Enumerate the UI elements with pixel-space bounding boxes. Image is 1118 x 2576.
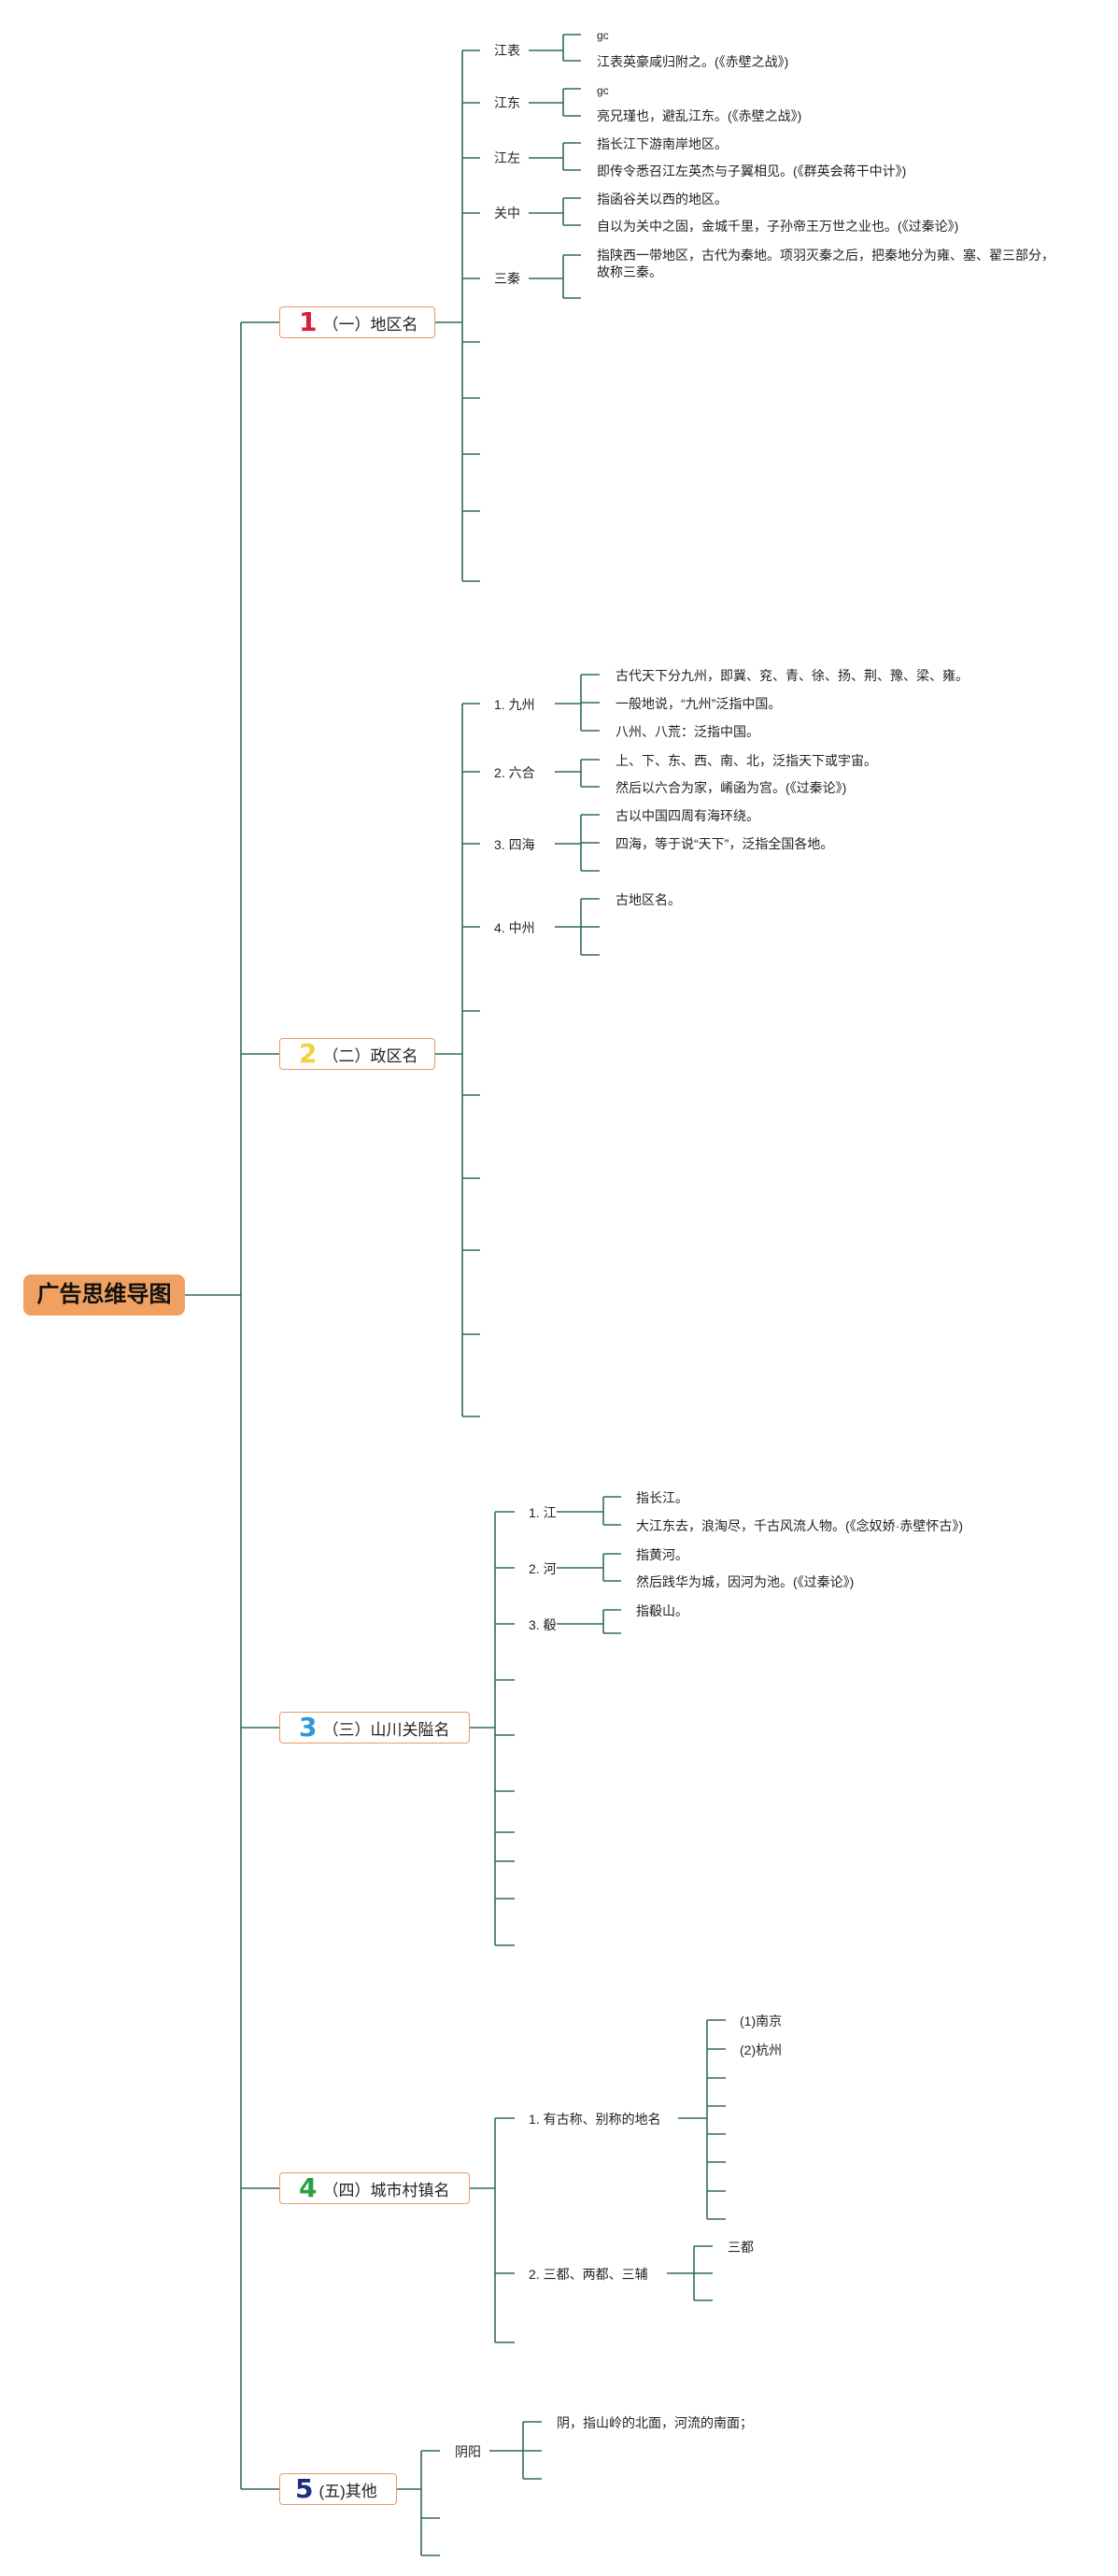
- topic-capitals[interactable]: 2. 三都、两都、三辅: [529, 2267, 648, 2282]
- topic-liuhe[interactable]: 2. 六合: [494, 765, 535, 780]
- leaf-text: 指函谷关以西的地区。: [597, 192, 728, 206]
- section-label-5: (五)其他: [318, 2482, 377, 2500]
- leaf-text: (1)南京: [740, 2014, 783, 2028]
- topic-xiao[interactable]: 3. 殽: [529, 1617, 557, 1632]
- section-number-4: 4: [299, 2172, 318, 2203]
- section-node-4[interactable]: 4 （四）城市村镇名: [279, 2172, 470, 2204]
- section-number-5: 5: [295, 2473, 314, 2504]
- leaf-text: 然后践华为城，因河为池。(《过秦论》): [636, 1574, 855, 1589]
- section-node-5[interactable]: 5 (五)其他: [279, 2473, 397, 2505]
- topic-he[interactable]: 2. 河: [529, 1561, 557, 1576]
- leaf-text: 然后以六合为家，崤函为宫。(《过秦论》): [616, 780, 847, 795]
- leaf-text: 八州、八荒：泛指中国。: [616, 724, 759, 739]
- leaf-text: 上、下、东、西、南、北，泛指天下或宇宙。: [616, 753, 877, 768]
- topic-jiangzuo[interactable]: 江左: [494, 150, 520, 165]
- topic-yinyang[interactable]: 阴阳: [455, 2444, 481, 2459]
- leaf-text: 江表英豪咸归附之。(《赤壁之战》): [597, 54, 789, 69]
- topic-jiangdong[interactable]: 江东: [494, 95, 520, 110]
- topic-zhongzhou[interactable]: 4. 中州: [494, 920, 535, 935]
- leaf-text: 指黄河。: [636, 1547, 688, 1562]
- leaf-text: 古代天下分九州，即冀、兖、青、徐、扬、荆、豫、梁、雍。: [616, 668, 969, 683]
- leaf-text: 三都: [728, 2240, 754, 2255]
- section-label-3: （三）山川关隘名: [322, 1720, 450, 1739]
- section-number-2: 2: [299, 1038, 318, 1069]
- leaf-text: 古以中国四周有海环绕。: [616, 808, 759, 823]
- section-node-1[interactable]: 1 （一）地区名: [279, 306, 435, 338]
- topic-ancient-names[interactable]: 1. 有古称、别称的地名: [529, 2112, 661, 2127]
- section-label-1: （一）地区名: [322, 315, 418, 334]
- leaf-text: 指长江。: [636, 1490, 688, 1505]
- topic-jiuzhou[interactable]: 1. 九州: [494, 697, 535, 712]
- root-node[interactable]: 广告思维导图: [23, 1274, 185, 1316]
- leaf-text: gc: [597, 84, 609, 97]
- leaf-text: (2)杭州: [740, 2042, 783, 2057]
- leaf-text: 一般地说，“九州”泛指中国。: [616, 696, 782, 711]
- leaf-text: 亮兄瑾也，避乱江东。(《赤壁之战》): [597, 108, 802, 123]
- leaf-text: 古地区名。: [616, 892, 681, 907]
- section-node-3[interactable]: 3 （三）山川关隘名: [279, 1712, 470, 1743]
- leaf-text: 自以为关中之固，金城千里，子孙帝王万世之业也。(《过秦论》): [597, 219, 959, 234]
- topic-jiangbiao[interactable]: 江表: [494, 43, 520, 58]
- section-number-3: 3: [299, 1712, 318, 1743]
- topic-guanzhong[interactable]: 关中: [494, 206, 520, 221]
- leaf-text: gc: [597, 29, 609, 42]
- leaf-text: 四海，等于说“天下”，泛指全国各地。: [616, 836, 834, 851]
- leaf-text: 阴，指山岭的北面，河流的南面；: [557, 2415, 753, 2430]
- topic-jiang[interactable]: 1. 江: [529, 1505, 557, 1520]
- section-label-4: （四）城市村镇名: [322, 2181, 450, 2199]
- topic-sanqin[interactable]: 三秦: [494, 271, 520, 286]
- topic-sihai[interactable]: 3. 四海: [494, 837, 535, 852]
- section-number-1: 1: [299, 306, 318, 337]
- leaf-text: 即传令悉召江左英杰与子翼相见。(《群英会蒋干中计》): [597, 164, 907, 178]
- leaf-text: 指长江下游南岸地区。: [597, 136, 728, 151]
- leaf-text: 指殽山。: [636, 1603, 688, 1618]
- section-node-2[interactable]: 2 （二）政区名: [279, 1038, 435, 1070]
- leaf-text: 大江东去，浪淘尽，千古风流人物。(《念奴娇·赤壁怀古》): [636, 1518, 963, 1533]
- leaf-text: 指陕西一带地区，古代为秦地。项羽灭秦之后，把秦地分为雍、塞、翟三部分，故称三秦。: [597, 248, 1054, 279]
- section-label-2: （二）政区名: [322, 1046, 418, 1065]
